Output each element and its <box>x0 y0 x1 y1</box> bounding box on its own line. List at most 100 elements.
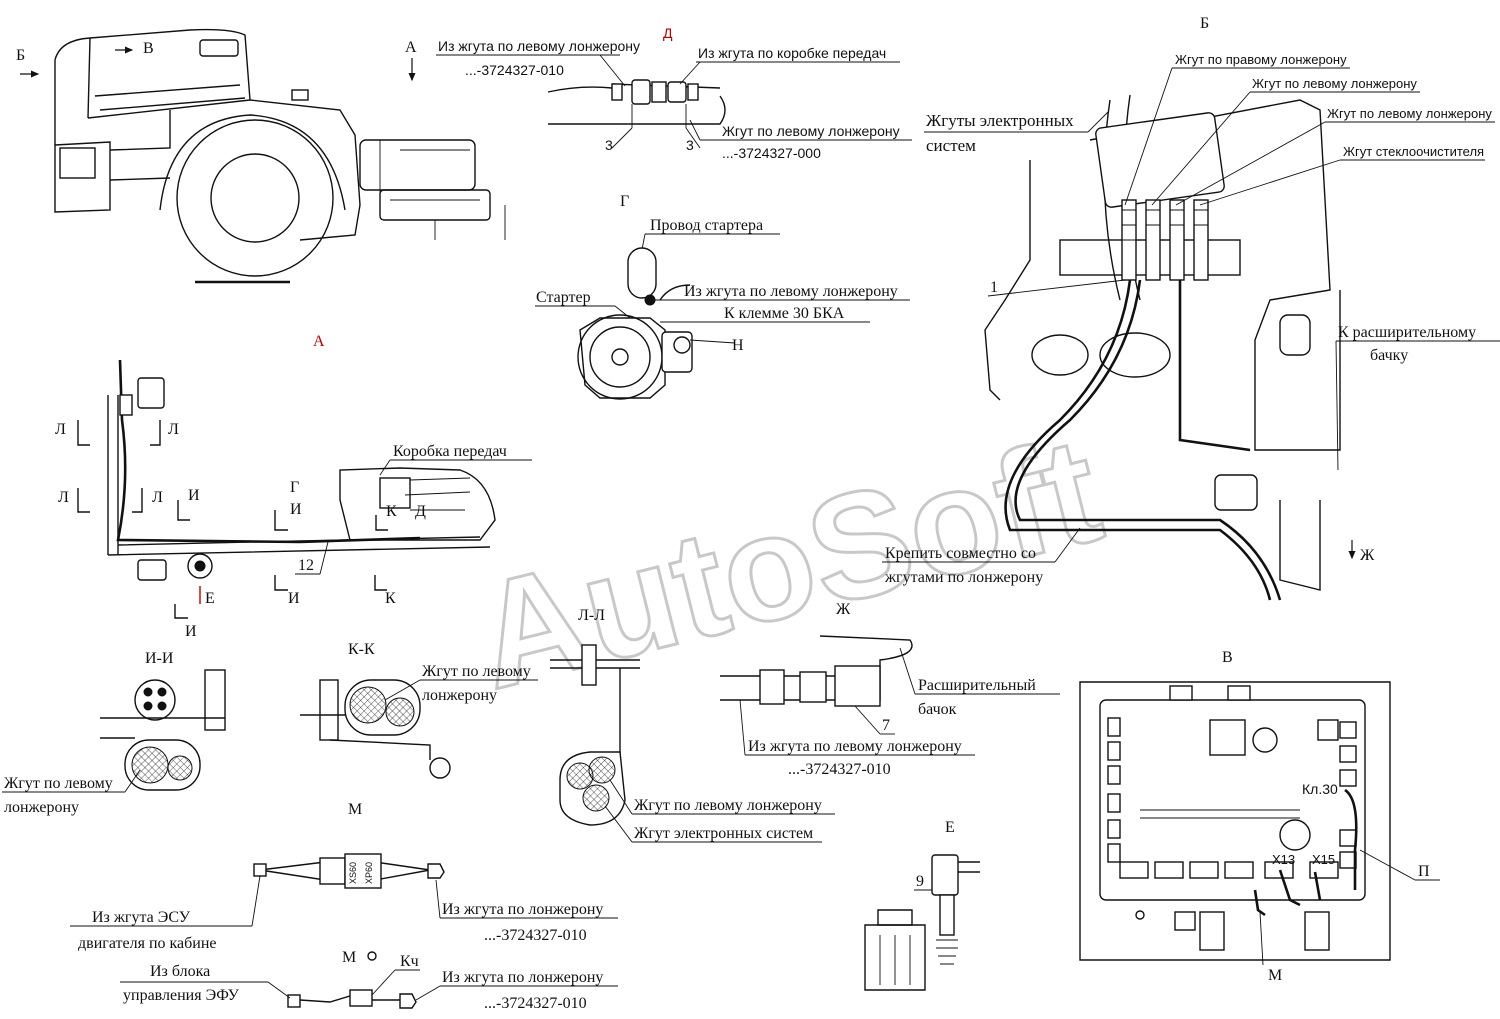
section-ii-title: И-И <box>145 650 174 667</box>
section-markers: Л Л Л Л И Г И К Д Е И К И <box>55 420 426 640</box>
section-kk-title: К-К <box>348 641 375 658</box>
kk-left2-label: лонжерону <box>422 687 497 704</box>
m-spar-code1-label: ...-3724327-010 <box>484 927 587 944</box>
svg-text:Б: Б <box>16 47 25 64</box>
view-d-mark: Д <box>663 25 673 41</box>
g-h-label: Н <box>732 337 744 354</box>
view-e-title: Е <box>945 819 955 836</box>
section-ii: И-И Жгут по левому лонжерону <box>2 650 226 816</box>
m-block2-label: управления ЭФУ <box>123 987 240 1004</box>
section-i-4: И <box>185 623 197 640</box>
view-v-fuse-box: В <box>1079 649 1440 984</box>
v-p-label: П <box>1418 863 1430 880</box>
a-num12-label: 12 <box>298 557 314 574</box>
b-electronic2-label: систем <box>926 136 976 155</box>
watermark-text: AutoSoft <box>460 404 1115 720</box>
section-kk: К-К Жгут по левому лонжерону <box>300 641 538 779</box>
view-v-arrow: В <box>115 40 154 57</box>
view-m-title: М <box>348 801 362 818</box>
fuse-grid <box>1107 717 1357 879</box>
zh-num7-label: 7 <box>882 717 890 734</box>
view-a-title: А <box>313 333 325 350</box>
b-electronic1-label: Жгуты электронных <box>926 111 1074 130</box>
section-k-2: К <box>385 590 396 607</box>
b-left-harness2-label: Жгут по левому лонжерону <box>1327 106 1492 121</box>
section-d-1: Д <box>415 503 426 520</box>
zh-left-label: Из жгута по левому лонжерону <box>748 738 962 755</box>
d-left-harness-label: Из жгута по левому лонжерону <box>438 38 640 54</box>
kk-left1-label: Жгут по левому <box>422 663 531 680</box>
e-num9-label: 9 <box>916 873 924 890</box>
harness-bundle <box>1121 199 1209 281</box>
view-b-engine-bay: Б Жгут по правому лонжерону Жгут по лево… <box>882 15 1500 601</box>
d-num-left: 3 <box>605 137 613 153</box>
section-ll-title: Л-Л <box>578 607 605 624</box>
gearbox-label: Коробка передач <box>393 443 507 460</box>
section-l-4: Л <box>152 489 163 506</box>
m-spar1-label: Из жгута по лонжерону <box>442 901 603 918</box>
b-right-harness-label: Жгут по правому лонжерону <box>1175 52 1347 67</box>
ll-left-label: Жгут по левому лонжерону <box>634 797 822 814</box>
ll-electronic-label: Жгут электронных систем <box>634 825 813 842</box>
view-zh-title: Ж <box>836 601 851 618</box>
m-spar2-label: Из жгута по лонжерону <box>442 969 603 986</box>
zh-code-label: ...-3724327-010 <box>788 761 891 778</box>
b-fix2-label: жгутами по лонжерону <box>884 569 1043 586</box>
view-e-sensor: Е 9 <box>864 819 980 991</box>
view-d-connectors: А Д 3 3 Из жгута по левому лонжерону ...… <box>405 25 912 161</box>
view-v-title: В <box>1222 649 1233 666</box>
g-terminal-label: К клемме 30 БКА <box>724 305 845 322</box>
view-zh-tank: Ж Расширительный бачок 7 Из жгута по лев… <box>720 601 1060 778</box>
view-g-title: Г <box>620 193 629 210</box>
b-num1-label: 1 <box>990 279 998 296</box>
view-b-title: Б <box>1200 15 1209 32</box>
view-zh-arrow-label: Ж <box>1360 547 1375 564</box>
v-m-label: М <box>1268 967 1282 984</box>
truck-side-view: Б В <box>16 28 506 284</box>
v-kl30-label: Кл.30 <box>1302 781 1338 797</box>
b-left-harness1-label: Жгут по левому лонжерону <box>1252 76 1417 91</box>
view-a-chassis: А Коробка передач 12 Л Л Л Л И Г И <box>55 333 532 640</box>
m-esu2-label: двигателя по кабине <box>78 935 217 952</box>
b-tank2-label: бачку <box>1370 347 1408 364</box>
zh-tank1-label: Расширительный <box>918 677 1036 694</box>
section-k-1: К <box>386 503 397 520</box>
section-l-1: Л <box>55 421 66 438</box>
b-tank1-label: К расширительному <box>1338 324 1476 341</box>
starter-wire-label: Провод стартера <box>650 217 763 234</box>
d-num-right: 3 <box>686 137 694 153</box>
d-left-code2-label: ...-3724327-000 <box>722 145 821 161</box>
section-i-1: И <box>188 487 200 504</box>
v-x15-label: X15 <box>1312 852 1335 867</box>
view-b-arrow: Б <box>16 47 40 78</box>
b-fix1-label: Крепить совместно со <box>885 545 1036 562</box>
m-block1-label: Из блока <box>150 963 210 980</box>
v-x13-label: X13 <box>1272 852 1295 867</box>
zh-tank2-label: бачок <box>918 701 957 718</box>
ii-left2-label: лонжерону <box>4 799 79 816</box>
d-left-code-label: ...-3724327-010 <box>465 62 564 78</box>
section-l-2: Л <box>168 421 179 438</box>
section-ll: Л-Л Жгут по левому лонжерону Жгут электр… <box>550 607 835 843</box>
m-esu1-label: Из жгута ЭСУ <box>92 909 191 926</box>
section-g-1: Г <box>290 479 299 496</box>
svg-text:В: В <box>143 40 154 57</box>
d-gearbox-harness-label: Из жгута по коробке передач <box>698 45 886 61</box>
section-e-1: Е <box>205 590 215 607</box>
view-m-connectors: М XS60 XP60 Из жгута ЭСУ двигателя по ка… <box>70 801 618 1012</box>
section-i-2: И <box>290 501 302 518</box>
section-l-3: Л <box>58 489 69 506</box>
view-g-starter: Г Провод стартера Стартер Из жгута по ле… <box>535 193 910 400</box>
m-xp60-label: XP60 <box>364 862 374 884</box>
section-i-3: И <box>288 590 300 607</box>
g-left-harness-label: Из жгута по левому лонжерону <box>684 283 898 300</box>
m-xs60-label: XS60 <box>348 862 358 884</box>
m-spar-code2-label: ...-3724327-010 <box>484 995 587 1012</box>
m-m-label: М <box>342 949 356 966</box>
ii-left1-label: Жгут по левому <box>4 775 113 792</box>
starter-label: Стартер <box>536 289 591 306</box>
d-left-harness2-label: Жгут по левому лонжерону <box>722 123 900 139</box>
b-wiper-harness-label: Жгут стеклоочистителя <box>1343 144 1484 159</box>
